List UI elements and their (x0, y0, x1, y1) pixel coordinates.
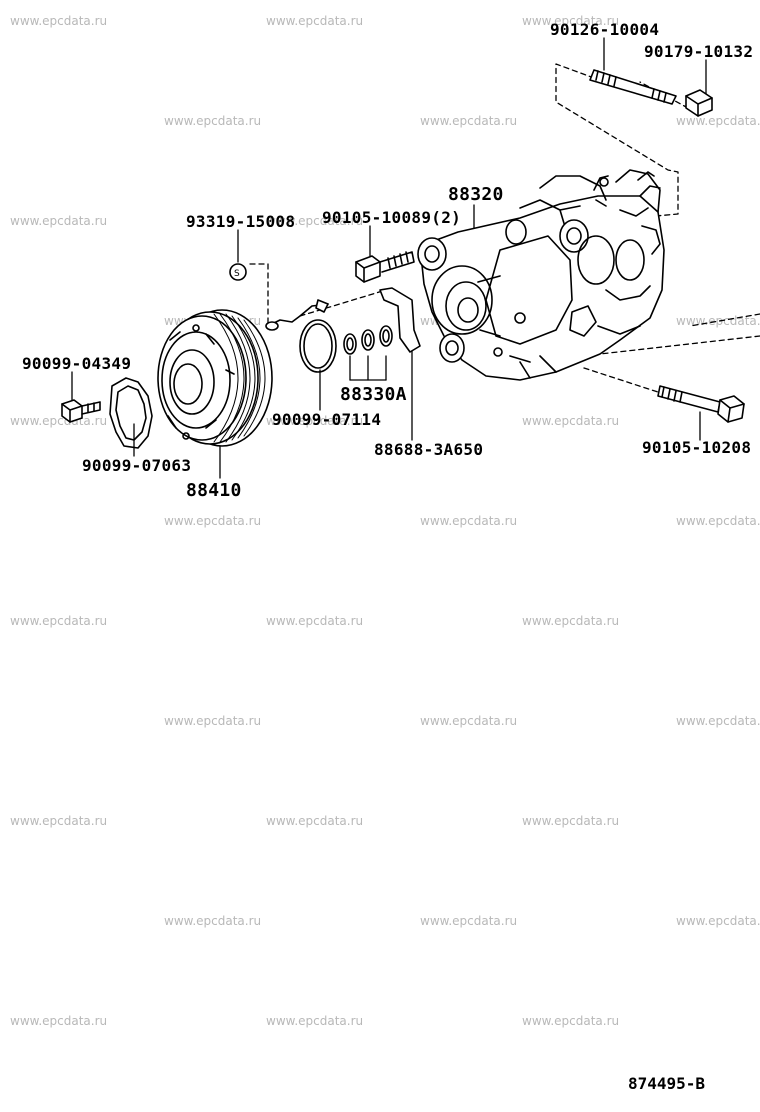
watermark-text: www.epcdata.ru (676, 914, 760, 928)
watermark-text: www.epcdata.ru (164, 714, 262, 728)
label-90105-10089-qty: (2) (431, 208, 462, 227)
svg-text:S: S (234, 269, 240, 279)
label-90105-10208[interactable]: 90105-10208 (642, 438, 752, 457)
watermark-text: www.epcdata.ru (266, 614, 364, 628)
label-88320[interactable]: 88320 (448, 184, 504, 205)
watermark-text: www.epcdata.ru (266, 414, 364, 428)
watermark-text: www.epcdata.ru (676, 114, 760, 128)
watermark-text: www.epcdata.ru (164, 114, 262, 128)
watermark-text: www.epcdata.ru (420, 714, 518, 728)
watermark-text: www.epcdata.ru (266, 14, 364, 28)
label-90179-10132[interactable]: 90179-10132 (644, 42, 754, 61)
bolt-small (61, 399, 101, 423)
watermark-text: www.epcdata.ru (522, 14, 620, 28)
watermark-text: www.epcdata.ru (10, 614, 108, 628)
watermark-text: www.epcdata.ru (522, 1014, 620, 1028)
leader-lines (71, 37, 707, 479)
bracket-plate (379, 287, 421, 353)
o-ring-large (299, 319, 337, 373)
bolt-short (355, 251, 415, 283)
wire-harness: S (229, 263, 329, 331)
label-88688-3A650[interactable]: 88688-3A650 (374, 440, 484, 459)
bolt-long (657, 385, 745, 423)
label-90105-10089-number: 90105-10089 (322, 208, 432, 227)
watermark-text: www.epcdata.ru (10, 14, 108, 28)
watermark-text: www.epcdata.ru (420, 114, 518, 128)
clutch-pulley (157, 309, 273, 447)
stud-bolt (589, 69, 677, 105)
nut (685, 89, 713, 117)
drawing-reference: 874495-B (628, 1074, 706, 1093)
label-88330A[interactable]: 88330A (340, 384, 407, 405)
watermark-text: www.epcdata.ru (522, 614, 620, 628)
compressor-body (417, 169, 665, 381)
watermark-text: www.epcdata.ru (266, 814, 364, 828)
label-88410[interactable]: 88410 (186, 480, 242, 501)
label-90105-10089[interactable]: 90105-10089(2) (322, 208, 461, 227)
watermark-text: www.epcdata.ru (10, 414, 108, 428)
label-90099-07063[interactable]: 90099-07063 (82, 456, 192, 475)
watermark-text: www.epcdata.ru (420, 514, 518, 528)
watermark-text: www.epcdata.ru (522, 814, 620, 828)
o-rings-small (343, 325, 393, 355)
label-90099-04349[interactable]: 90099-04349 (22, 354, 132, 373)
label-93319-15008[interactable]: 93319-15008 (186, 212, 296, 231)
dashed-guides (249, 63, 760, 395)
watermark-text: www.epcdata.ru (676, 714, 760, 728)
watermark-text: www.epcdata.ru (164, 914, 262, 928)
watermark-text: www.epcdata.ru (420, 914, 518, 928)
snap-ring (109, 377, 153, 449)
watermark-text: www.epcdata.ru (266, 214, 364, 228)
watermark-text: www.epcdata.ru (164, 514, 262, 528)
watermark-text: www.epcdata.ru (266, 1014, 364, 1028)
watermark-text: www.epcdata.ru (10, 814, 108, 828)
label-90126-10004[interactable]: 90126-10004 (550, 20, 660, 39)
watermark-text: www.epcdata.ru (10, 1014, 108, 1028)
watermark-text: www.epcdata.ru (522, 414, 620, 428)
watermark-text: www.epcdata.ru (676, 514, 760, 528)
watermark-text: www.epcdata.ru (10, 214, 108, 228)
label-90099-07114[interactable]: 90099-07114 (272, 410, 382, 429)
